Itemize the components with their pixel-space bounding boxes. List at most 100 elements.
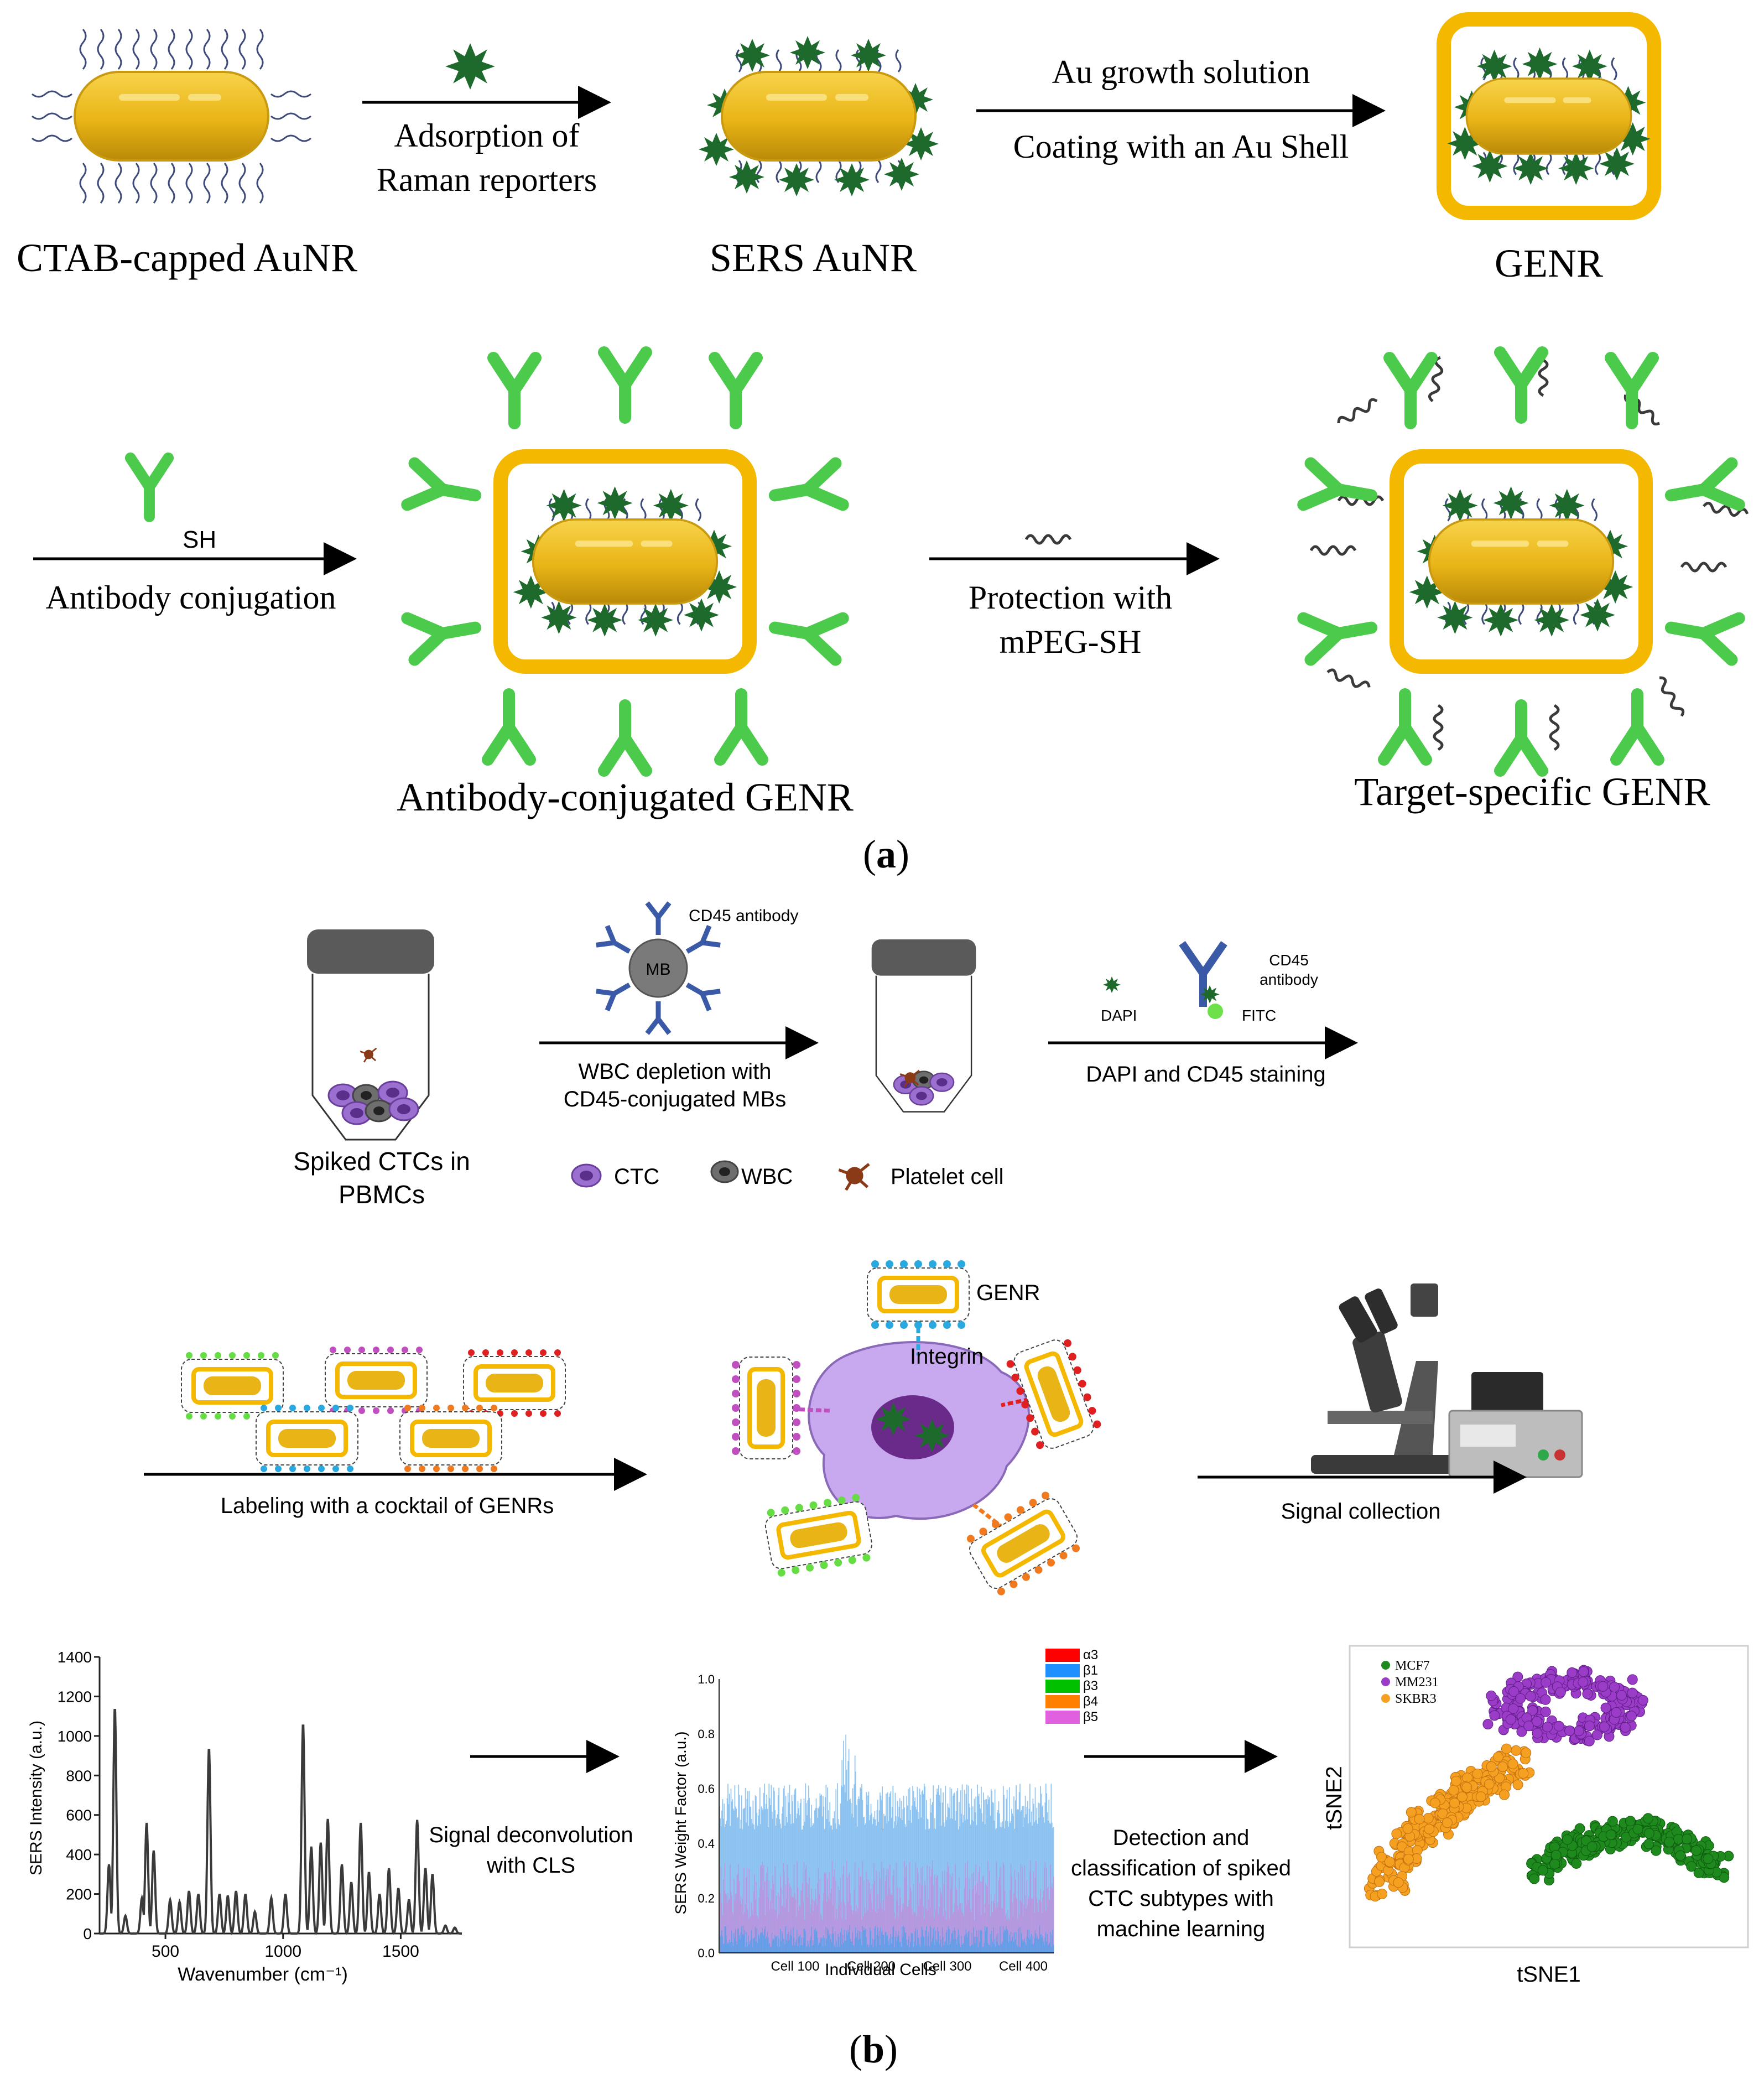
weight-bar-base (1010, 1932, 1012, 1953)
weight-bar-beta5 (971, 1873, 973, 1953)
weight-bar-beta5 (762, 1890, 764, 1953)
weight-bar-base (981, 1931, 983, 1953)
weight-bar-base (1016, 1945, 1018, 1953)
weight-bar-beta5 (784, 1907, 786, 1953)
peg-chain (1337, 398, 1379, 427)
bound-genr-antibody (1004, 1513, 1012, 1521)
panel-b-row2: Labeling with a cocktail of GENRs GENR I… (144, 1260, 1583, 1596)
weight-bar-beta1 (962, 1822, 964, 1953)
weight-bar-base (734, 1937, 736, 1953)
weight-bar-beta5 (736, 1875, 738, 1953)
caption-b: (b) (849, 2027, 898, 2071)
weight-bar-base (793, 1937, 795, 1953)
weight-bar-beta5 (1044, 1867, 1045, 1953)
weight-bar-base (729, 1940, 730, 1953)
tsne-point-mcf7 (1549, 1858, 1560, 1869)
weight-bar-beta5 (935, 1878, 937, 1953)
spectrum-y-tick-label: 200 (66, 1886, 92, 1903)
ctab-chain (97, 163, 105, 204)
weight-bar-beta5 (887, 1895, 888, 1953)
weight-bar-base (750, 1940, 752, 1953)
ctab-chain (776, 49, 782, 72)
weight-bar-beta1 (814, 1810, 815, 1953)
tsne-point-mm231 (1515, 1693, 1526, 1704)
weight-bar-beta1 (1012, 1813, 1013, 1953)
weight-bar-beta1 (1016, 1810, 1018, 1953)
weight-bar-beta1 (871, 1813, 872, 1953)
weight-bar-beta5 (876, 1870, 877, 1953)
weight-bar-base (954, 1927, 955, 1953)
weight-bar-base (1051, 1934, 1053, 1953)
weight-bar-beta1 (823, 1796, 824, 1953)
weight-bar-beta5 (890, 1894, 892, 1953)
tsne-point-skbr3 (1461, 1782, 1472, 1793)
weight-bar-base (774, 1940, 775, 1953)
weight-bar-beta5 (1051, 1883, 1053, 1953)
weight-bar-beta5 (1008, 1918, 1010, 1953)
weight-bar-base (759, 1938, 761, 1953)
weight-bar-beta5 (807, 1898, 809, 1953)
mini-genr-antibody (404, 1405, 411, 1411)
weight-bar-base (1024, 1938, 1026, 1953)
weight-bar-base (746, 1942, 748, 1953)
weight-bar-beta5 (969, 1878, 970, 1953)
weight-bar-beta1 (872, 1824, 873, 1953)
weight-bar-beta1 (907, 1805, 908, 1953)
weight-bar-beta1 (748, 1826, 750, 1953)
weight-bar-base (799, 1936, 800, 1953)
weight-bar-base (876, 1935, 878, 1953)
bound-genr-antibody (793, 1433, 800, 1441)
tsne-point-mm231 (1598, 1681, 1609, 1692)
weight-bar-base (758, 1935, 760, 1953)
bound-genr-antibody (929, 1321, 936, 1329)
weight-bar-beta1 (750, 1807, 752, 1953)
weight-bar-beta1 (728, 1804, 730, 1953)
weight-bar-beta5 (878, 1909, 880, 1953)
weight-bar-beta1 (1005, 1820, 1006, 1953)
weight-legend-swatch (1045, 1664, 1080, 1677)
weight-bar-beta1 (758, 1809, 760, 1953)
bound-genr-antibody (732, 1390, 740, 1397)
weight-bar-base (891, 1943, 892, 1953)
weight-bar-beta5 (841, 1901, 842, 1953)
mb-antibody-arm (605, 924, 617, 944)
weight-bar-beta5 (725, 1893, 726, 1953)
weight-bar-beta1 (975, 1812, 976, 1953)
weight-bar-beta5 (870, 1889, 872, 1953)
weight-bar-beta5 (763, 1864, 764, 1953)
weight-bar-base (1011, 1940, 1012, 1953)
weight-bar-base (908, 1940, 909, 1953)
mini-genr (256, 1405, 358, 1472)
weight-bar-base (970, 1946, 971, 1953)
weight-bar-beta1 (894, 1792, 896, 1953)
mini-genr-antibody (373, 1347, 379, 1353)
weight-bar-beta5 (722, 1879, 724, 1953)
weight-bar-beta5 (1052, 1888, 1054, 1953)
weight-bar-base (999, 1945, 1000, 1953)
weight-bar-beta5 (793, 1897, 794, 1953)
tsne-point-skbr3 (1449, 1797, 1460, 1808)
weight-bar-beta5 (1024, 1895, 1026, 1953)
weight-bar-base (935, 1940, 937, 1953)
weight-bar-beta1 (867, 1795, 868, 1953)
weight-bar-beta5 (802, 1883, 803, 1953)
weight-bar-beta5 (965, 1863, 966, 1953)
tsne-point-mm231 (1516, 1726, 1527, 1737)
weight-bar-beta1 (965, 1794, 967, 1953)
weight-bar-base (976, 1930, 977, 1953)
weight-bar-base (781, 1931, 783, 1953)
weight-bar-beta1 (966, 1784, 967, 1953)
legend-platelet: Platelet cell (891, 1165, 1004, 1189)
weight-bar-beta1 (825, 1784, 827, 1953)
weight-bar-beta1 (936, 1789, 938, 1953)
weight-bar-base (923, 1936, 924, 1953)
weight-bar-beta1 (1048, 1821, 1049, 1953)
weight-legend-label: β4 (1083, 1694, 1098, 1709)
weight-bar-beta1 (955, 1811, 957, 1953)
tsne-point-mm231 (1555, 1687, 1566, 1698)
weight-bar-beta5 (1004, 1891, 1006, 1953)
weight-bar-beta5 (922, 1866, 923, 1953)
weight-bar-base (925, 1930, 927, 1953)
ctab-chain (115, 29, 122, 70)
weight-bar-beta5 (720, 1893, 721, 1953)
